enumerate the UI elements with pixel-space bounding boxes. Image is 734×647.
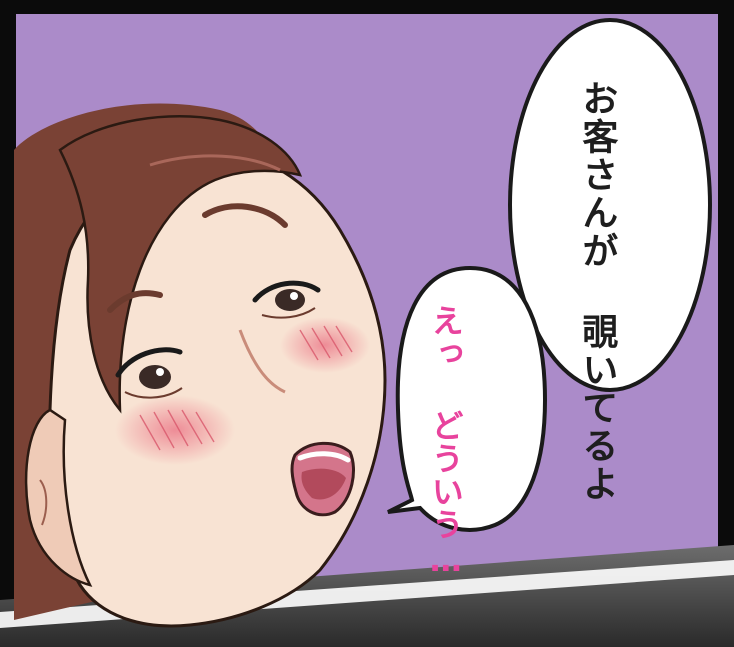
speech-text-bottom: えっ どういう…: [426, 304, 465, 580]
teeth: [297, 451, 351, 463]
left-eye: [139, 365, 171, 389]
right-eye: [275, 289, 305, 311]
left-eye-shine: [156, 368, 164, 376]
blush-left: [115, 395, 235, 465]
blush-right: [280, 317, 370, 373]
speech-bubble-bottom: [387, 265, 548, 532]
speech-top-line-2: 覗いてるよ: [576, 313, 618, 503]
mouth-tongue: [301, 468, 346, 500]
right-eye-lash: [252, 280, 321, 303]
speech-text-top: お客さんが 覗いてるよ: [576, 80, 617, 503]
right-eyebrow: [202, 203, 288, 228]
hair-highlight: [149, 154, 281, 172]
nose: [238, 329, 286, 394]
blush-hatching: [139, 325, 353, 451]
speech-bottom-line-2: どういう…: [426, 409, 465, 580]
speech-bubble-top: [508, 18, 712, 392]
right-eye-shine: [290, 292, 298, 300]
left-eyebrow: [107, 290, 163, 313]
ear: [24, 408, 93, 587]
speech-top-line-1: お客さんが: [576, 80, 618, 270]
left-eye-lash: [115, 347, 183, 378]
ear-detail: [39, 479, 48, 526]
speech-bottom-line-1: えっ: [426, 304, 465, 370]
right-eye-lower: [261, 307, 316, 319]
hair-fringe: [58, 115, 303, 414]
